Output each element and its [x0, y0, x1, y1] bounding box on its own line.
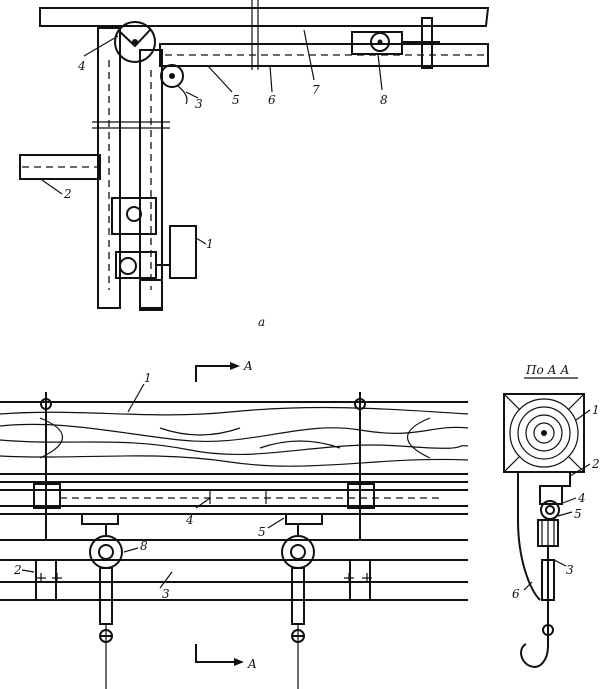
hanger-bolt-left	[33, 392, 61, 601]
figure-c: По А А	[503, 363, 585, 668]
label-c-5: 5	[574, 507, 582, 521]
side-track	[19, 154, 101, 180]
label-a-3: 3	[195, 97, 203, 111]
label-b-2: 2	[13, 563, 22, 577]
section-title: По А А	[525, 363, 570, 377]
upper-rail	[39, 7, 490, 27]
figure-a	[19, 0, 490, 311]
label-a-6: 6	[268, 93, 276, 107]
figure-b: A A	[0, 359, 469, 689]
drive-sprocket-frame	[111, 197, 157, 235]
label-a-2: 2	[63, 187, 72, 201]
label-c-1: 1	[592, 403, 600, 417]
horizontal-beam	[159, 43, 489, 67]
label-a-1: 1	[206, 237, 214, 251]
right-column	[139, 49, 163, 309]
label-a-8: 8	[380, 93, 388, 107]
idler-sprocket	[160, 64, 184, 88]
cross-marks	[36, 490, 372, 583]
label-a-7: 7	[312, 83, 320, 97]
beam-end-section	[503, 393, 585, 473]
label-c-2: 2	[591, 457, 600, 471]
label-b-3: 3	[162, 587, 170, 601]
label-c-6: 6	[512, 587, 520, 601]
left-column	[97, 27, 121, 309]
label-b-5: 5	[258, 525, 266, 539]
figure-a-caption: a	[258, 315, 265, 329]
timber-beam	[0, 401, 469, 475]
trolley-right	[281, 513, 323, 689]
label-b-1: 1	[144, 371, 152, 385]
label-c-3: 3	[566, 563, 574, 577]
figure-b-labels: 1 4 5 8 2 3	[13, 371, 285, 601]
label-b-8: 8	[140, 539, 148, 553]
trolley-left	[81, 513, 123, 689]
hanger-bolt-right	[347, 392, 375, 601]
figure-a-labels: 4 3 5 6 7 8 2 1 a	[41, 29, 388, 329]
drive-motor	[169, 225, 197, 279]
label-b-4: 4	[185, 513, 194, 527]
label-a-4: 4	[77, 59, 86, 73]
label-a-5: 5	[232, 93, 240, 107]
hook	[520, 630, 549, 668]
bracket	[517, 472, 541, 601]
label-c-4: 4	[577, 491, 586, 505]
corner-sprocket	[114, 21, 156, 63]
section-marker-bottom: A	[247, 657, 257, 671]
figure-c-labels: 1 2 4 5 3 6	[512, 403, 600, 601]
section-marker-top: A	[243, 359, 253, 373]
